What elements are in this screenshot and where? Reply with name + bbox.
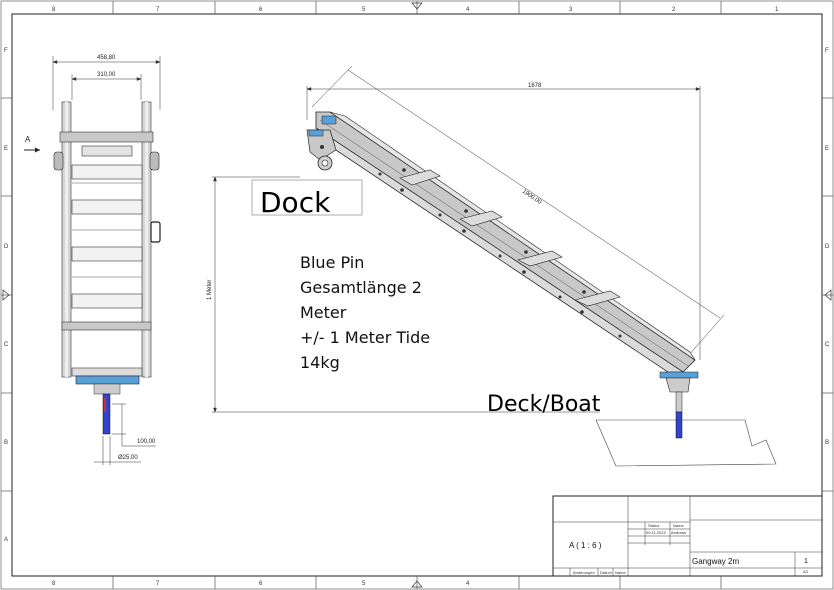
tb-title: Gangway 2m (692, 557, 739, 566)
side-view: 1678 1900,00 1 Meter (207, 65, 777, 467)
dim-tide: 1 Meter (207, 280, 213, 300)
svg-text:6: 6 (259, 581, 263, 587)
note-line-5: 14kg (300, 353, 340, 372)
dimension-outer-width (52, 56, 161, 110)
dim-1678: 1678 (528, 83, 542, 89)
svg-text:C: C (825, 342, 830, 348)
svg-text:C: C (4, 342, 9, 348)
tb-author: Andreas (671, 530, 686, 535)
svg-text:5: 5 (362, 581, 366, 587)
dim-310: 310,00 (97, 72, 116, 78)
svg-text:8: 8 (52, 581, 56, 587)
svg-text:4: 4 (466, 581, 470, 587)
tb-name-col: Name (615, 570, 626, 575)
note-line-2: Gesamtlänge 2 (300, 278, 422, 297)
view-label-a: A (25, 135, 31, 144)
dock-label: Dock (260, 186, 331, 219)
note-line-3: Meter (300, 303, 347, 322)
tb-sheet: 1 (804, 558, 808, 565)
svg-text:E: E (4, 146, 8, 152)
view-arrow-icon (24, 147, 40, 153)
notes-block: Blue Pin Gesamtlänge 2 Meter +/- 1 Meter… (300, 253, 430, 372)
note-line-4: +/- 1 Meter Tide (300, 328, 430, 347)
scale-label: A ( 1 : 6 ) (569, 541, 602, 550)
tb-date-header: Datum (600, 570, 612, 575)
svg-text:E: E (825, 146, 829, 152)
svg-text:4: 4 (466, 7, 470, 13)
dim-diameter: Ø25,00 (118, 455, 138, 461)
svg-text:F: F (4, 48, 8, 54)
svg-text:B: B (825, 440, 829, 446)
tb-date: 09.11.2023 (646, 530, 666, 535)
deck-boat-label: Deck/Boat (487, 392, 601, 417)
grid-labels-right: F E D C B (825, 48, 830, 446)
svg-text:3: 3 (569, 7, 573, 13)
svg-text:D: D (4, 244, 9, 250)
svg-text:F: F (825, 48, 829, 54)
dock-label-box: Dock (251, 179, 363, 219)
dimension-inner-width (71, 74, 142, 100)
grid-labels-bottom: 8 7 6 5 4 (52, 581, 470, 587)
grid-labels-top: 8 7 6 5 4 3 2 1 (52, 7, 779, 13)
tb-status-header: Status (648, 523, 659, 528)
note-line-1: Blue Pin (300, 253, 364, 272)
svg-text:A: A (4, 537, 8, 543)
svg-text:2: 2 (672, 7, 676, 13)
svg-text:B: B (4, 440, 8, 446)
svg-text:7: 7 (156, 581, 160, 587)
tb-size: A3 (803, 569, 809, 574)
svg-text:7: 7 (156, 7, 160, 13)
title-block: Status Name 09.11.2023 Andreas A ( 1 : 6… (552, 495, 823, 577)
grid-labels-left: F E D C B A (4, 48, 9, 543)
tb-name-header: Name (673, 523, 684, 528)
svg-text:D: D (825, 244, 830, 250)
dim-458: 458,80 (97, 55, 116, 61)
svg-text:8: 8 (52, 7, 56, 13)
tb-changes-header: Änderungen (573, 570, 595, 575)
svg-text:6: 6 (259, 7, 263, 13)
front-view: 458,80 310,00 A (24, 55, 161, 465)
dim-100: 100,00 (137, 439, 156, 445)
svg-text:1: 1 (775, 7, 779, 13)
svg-text:5: 5 (362, 7, 366, 13)
